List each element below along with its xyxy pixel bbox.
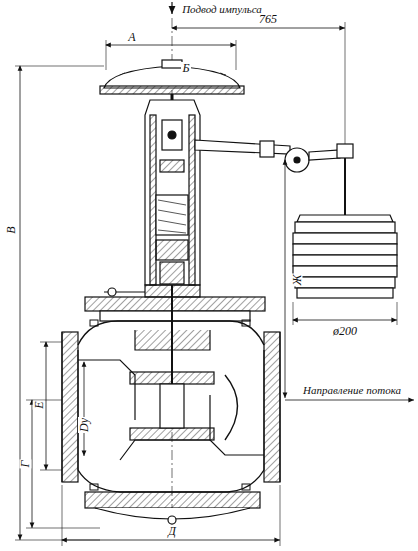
dimension-label: Подвод импульса bbox=[181, 4, 263, 15]
dimension-label: А bbox=[127, 31, 136, 43]
dimension-label: Е bbox=[33, 400, 45, 409]
dimension-label: ø200 bbox=[332, 325, 358, 337]
dimension-label: 765 bbox=[258, 13, 278, 25]
dimension-label: Направление потока bbox=[302, 385, 402, 396]
dimension-label: Dу bbox=[78, 417, 90, 433]
dimension-label: Д bbox=[167, 525, 177, 537]
dimension-label: Ж bbox=[290, 274, 302, 287]
dimension-label: Г bbox=[19, 460, 31, 469]
dimension-label: Б bbox=[181, 62, 190, 74]
dimension-label: В bbox=[5, 225, 17, 234]
